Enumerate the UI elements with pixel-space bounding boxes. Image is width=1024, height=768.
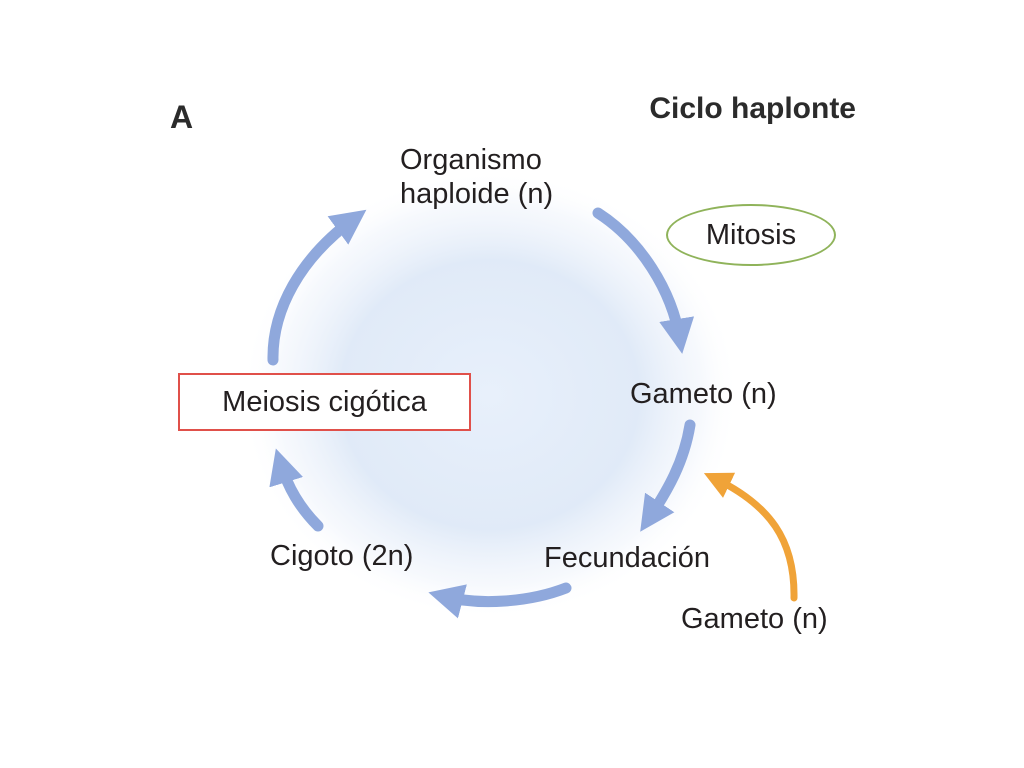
node-gamete: Gameto (n) bbox=[630, 378, 777, 410]
arrow-organism-to-gamete bbox=[592, 207, 695, 354]
arrow-gamete-to-fertilization bbox=[640, 419, 696, 532]
arrow-fertilization-to-zygote bbox=[428, 582, 572, 619]
node-mitosis: Mitosis bbox=[666, 204, 836, 266]
node-mitosis-label: Mitosis bbox=[705, 218, 797, 251]
node-haploid-organism: Organismo haploide (n) bbox=[400, 143, 553, 211]
diagram-title: Ciclo haplonte bbox=[649, 92, 856, 125]
node-fertilization: Fecundación bbox=[544, 542, 711, 574]
node-external-gamete: Gameto (n) bbox=[681, 603, 828, 635]
node-haploid-organism-line1: Organismo bbox=[400, 144, 542, 176]
panel-letter: A bbox=[170, 99, 194, 135]
node-zygotic-meiosis-label: Meiosis cigótica bbox=[222, 385, 427, 418]
arrow-external-gamete bbox=[703, 472, 798, 602]
arrow-zygote-to-meiosis bbox=[269, 448, 324, 532]
node-zygotic-meiosis: Meiosis cigótica bbox=[178, 373, 471, 431]
arrow-meiosis-to-organism bbox=[267, 209, 367, 366]
node-haploid-organism-line2: haploide (n) bbox=[400, 178, 554, 210]
node-zygote: Cigoto (2n) bbox=[270, 540, 414, 572]
